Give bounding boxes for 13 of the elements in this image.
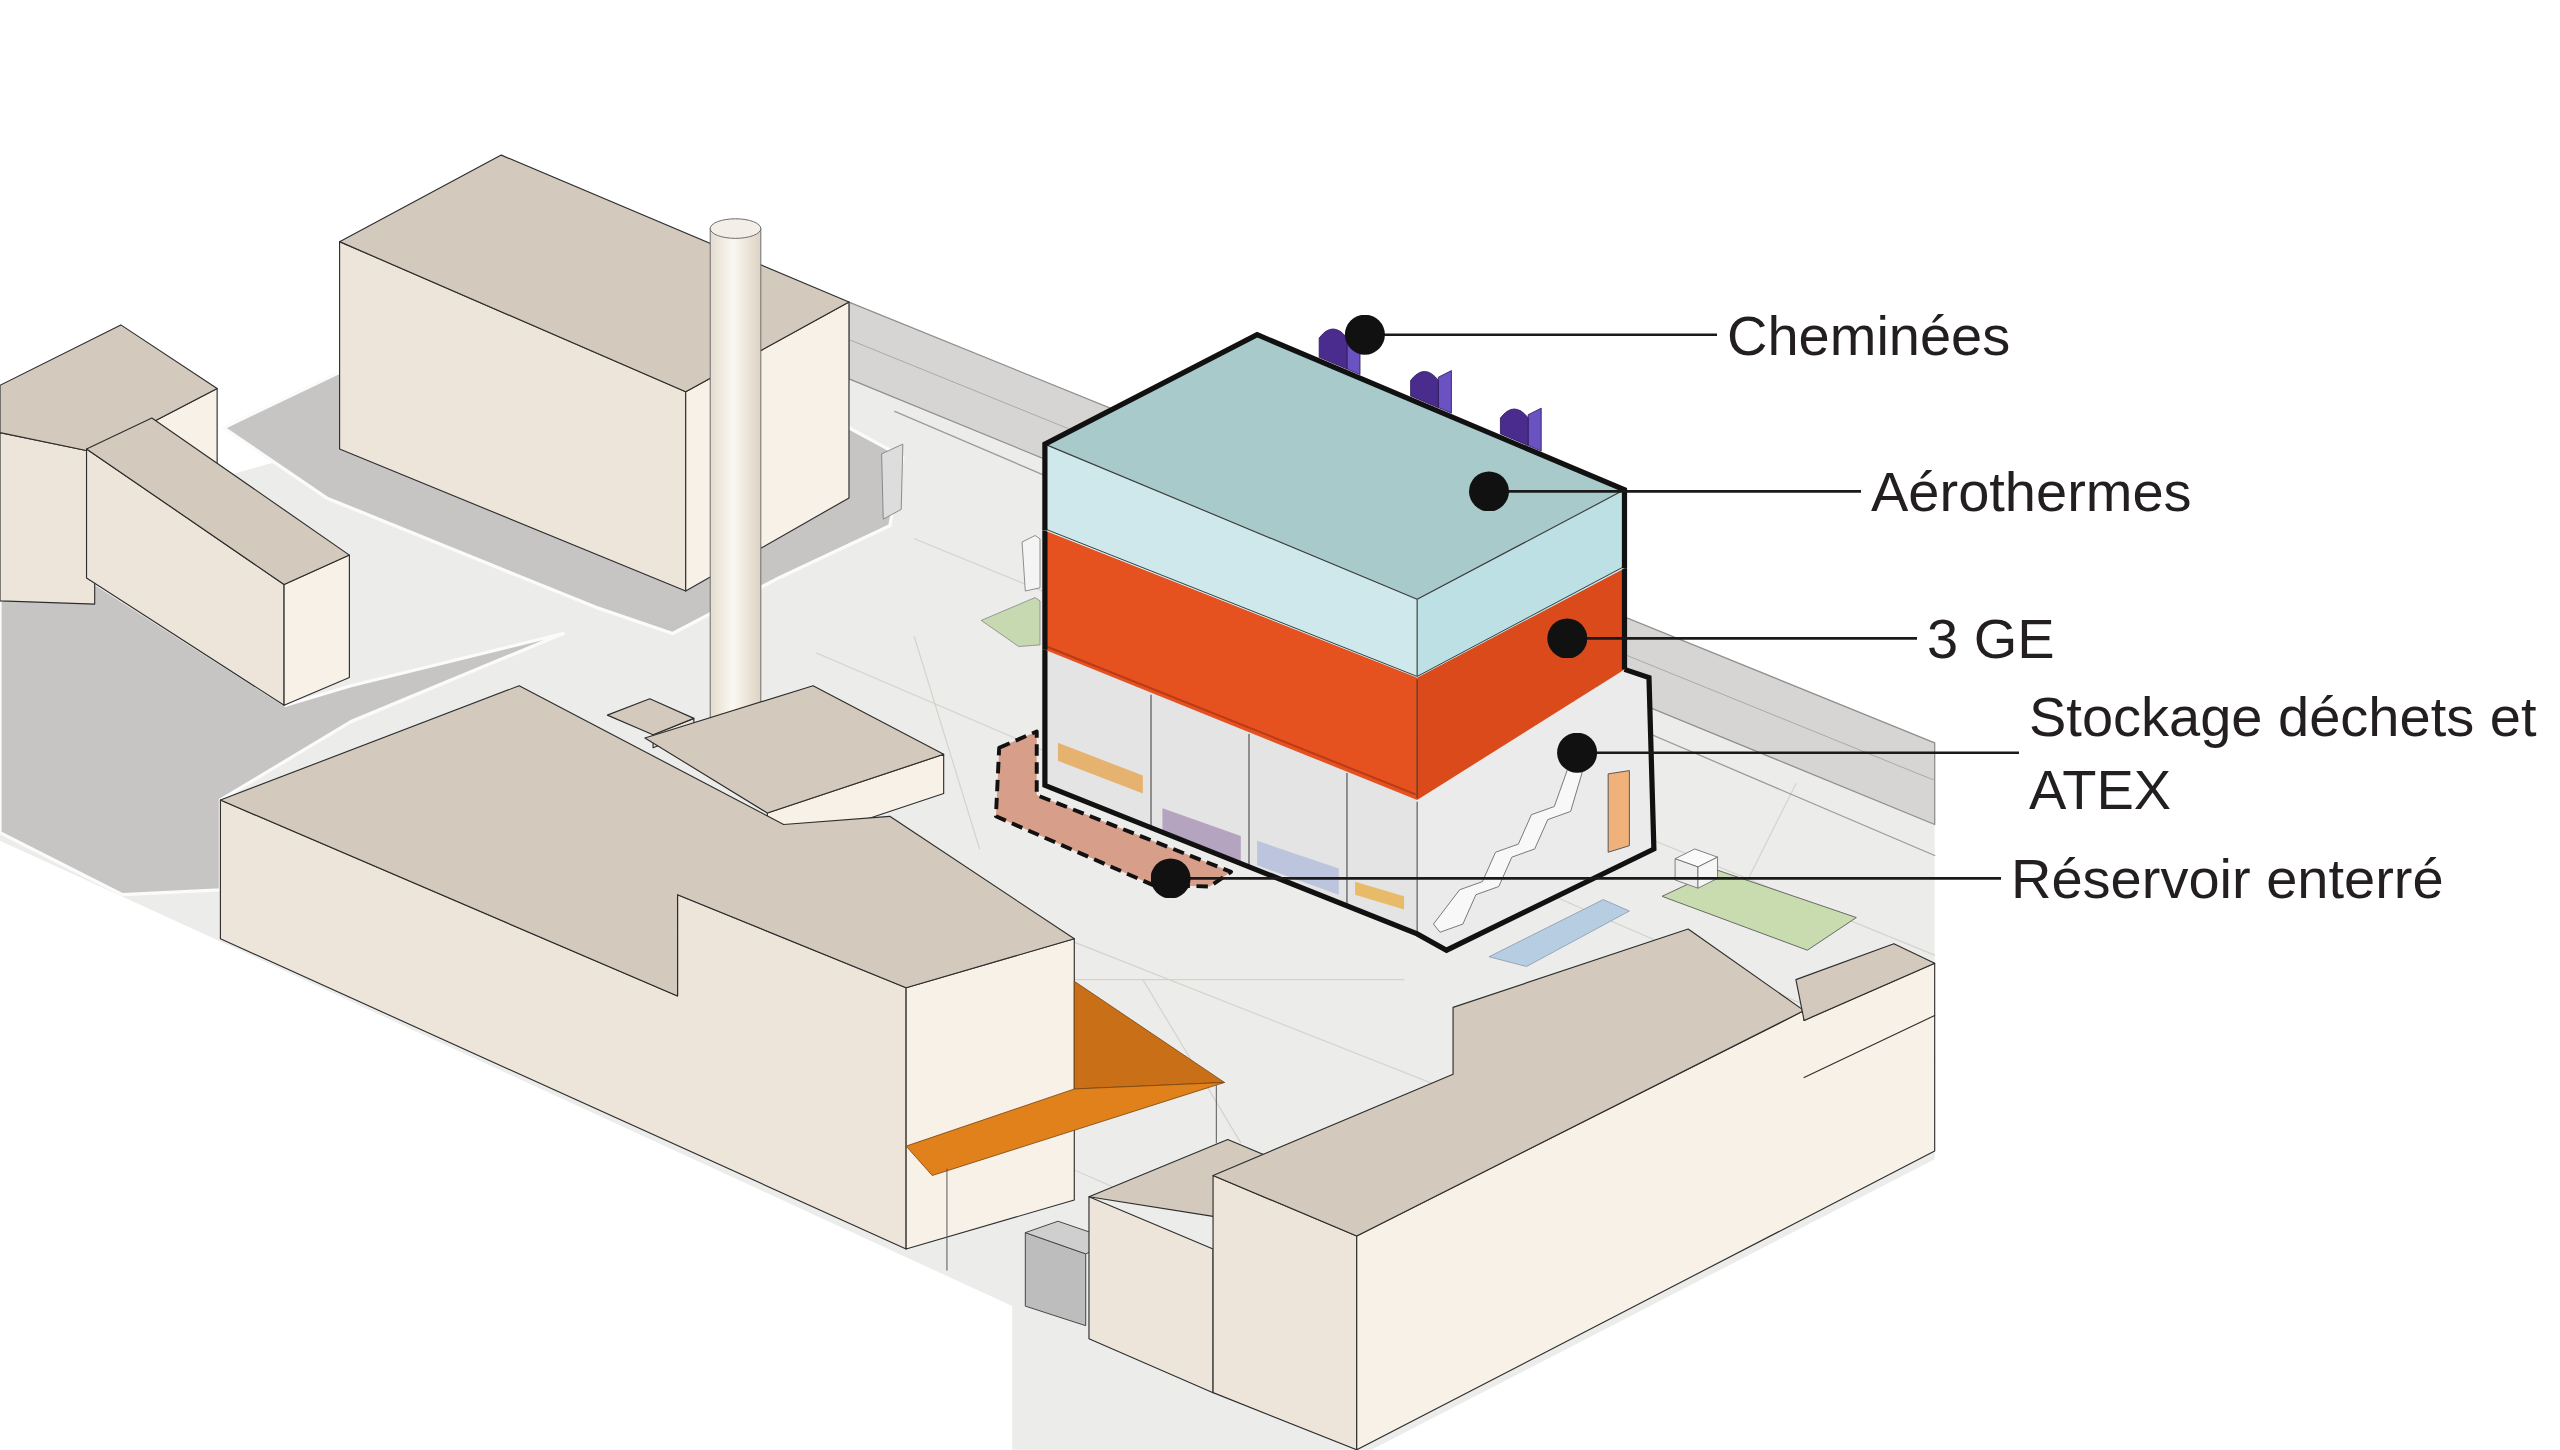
leader-line [1557,732,2019,773]
callout-label: 3 GE [1927,601,2055,675]
leader-line [1344,314,1717,355]
leader-line [1547,618,1917,659]
callout-label: Cheminées [1727,298,2011,372]
callout-label: Stockage déchets et ATEX [2029,680,2551,826]
callout-label: Aérothermes [1871,454,2192,528]
middle-floor-volume [1042,530,1628,800]
rooftop-volume [1042,331,1628,678]
callout-label: Réservoir enterré [2011,841,2444,915]
chimney-stacks [1318,327,1542,452]
leader-line [1469,471,1861,512]
leader-line [1150,858,2001,899]
